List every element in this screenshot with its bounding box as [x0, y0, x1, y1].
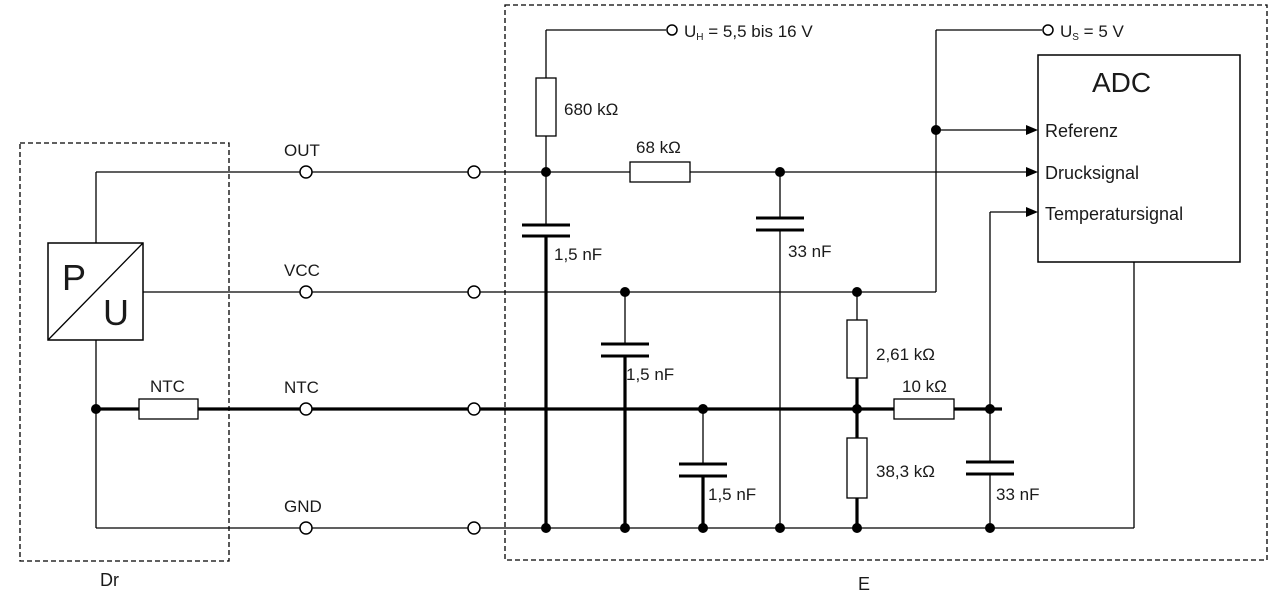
- gnd-terminal-ecu: [467, 521, 481, 535]
- vcc-terminal-sensor: [299, 285, 313, 299]
- label-cap33-out: 33 nF: [788, 242, 831, 261]
- out-node-dot: [541, 167, 551, 177]
- gnd-dot-1: [541, 523, 551, 533]
- label-2-61k: 2,61 kΩ: [876, 345, 935, 364]
- sensor-frame-label: Dr: [100, 570, 119, 590]
- ntc-resistor: [138, 398, 199, 420]
- gnd-dot-5: [852, 523, 862, 533]
- pu-u-label: U: [103, 292, 129, 333]
- us-supply-terminal: [1042, 24, 1054, 36]
- ntc-resistor-label: NTC: [150, 377, 185, 396]
- electronics-frame-label: E: [858, 574, 870, 594]
- referenz-arrow: [1026, 125, 1038, 135]
- uh-supply-label: UH = 5,5 bis 16 V: [684, 22, 813, 43]
- ntc-terminal-sensor: [299, 402, 313, 416]
- label-cap-ntc: 1,5 nF: [708, 485, 756, 504]
- label-680k: 680 kΩ: [564, 100, 618, 119]
- resistor-680k: [535, 77, 557, 137]
- out-terminal-ecu: [467, 165, 481, 179]
- resistor-68k: [629, 161, 691, 183]
- adc-input-drucksignal: Drucksignal: [1045, 163, 1139, 183]
- resistor-38-3k: [846, 437, 868, 499]
- vcc-terminal-ecu: [467, 285, 481, 299]
- gnd-dot-6: [985, 523, 995, 533]
- pu-diagonal: [47, 242, 144, 341]
- resistor-10k: [893, 398, 955, 420]
- uh-supply-terminal: [666, 24, 678, 36]
- signal-label-out: OUT: [284, 141, 320, 160]
- adc-input-referenz: Referenz: [1045, 121, 1118, 141]
- sensor-frame: [19, 142, 230, 562]
- ntc-terminal-ecu: [467, 402, 481, 416]
- us-supply-label: US = 5 V: [1060, 22, 1125, 43]
- ntc-node-dot: [698, 404, 708, 414]
- label-10k: 10 kΩ: [902, 377, 947, 396]
- referenz-node-dot: [931, 125, 941, 135]
- label-68k: 68 kΩ: [636, 138, 681, 157]
- out-terminal-sensor: [299, 165, 313, 179]
- gnd-dot-2: [620, 523, 630, 533]
- vcc-node-dot: [620, 287, 630, 297]
- gnd-dot-4: [775, 523, 785, 533]
- signal-label-vcc: VCC: [284, 261, 320, 280]
- ntc-divider-dot: [852, 404, 862, 414]
- temp-node-dot: [985, 404, 995, 414]
- label-cap-out: 1,5 nF: [554, 245, 602, 264]
- signal-label-ntc: NTC: [284, 378, 319, 397]
- electronics-frame: [504, 4, 1268, 561]
- label-cap33-temp: 33 nF: [996, 485, 1039, 504]
- pressure-node-dot: [775, 167, 785, 177]
- resistor-2-61k: [846, 319, 868, 379]
- gnd-dot-3: [698, 523, 708, 533]
- label-38-3k: 38,3 kΩ: [876, 462, 935, 481]
- divider-top-dot: [852, 287, 862, 297]
- adc-title: ADC: [1092, 67, 1151, 98]
- ntc-junction-dot: [91, 404, 101, 414]
- adc-block: [1037, 54, 1241, 263]
- signal-label-gnd: GND: [284, 497, 322, 516]
- temperatursignal-arrow: [1026, 207, 1038, 217]
- pu-p-label: P: [62, 257, 86, 298]
- label-cap-vcc: 1,5 nF: [626, 365, 674, 384]
- gnd-terminal-sensor: [299, 521, 313, 535]
- drucksignal-arrow: [1026, 167, 1038, 177]
- adc-input-temperatursignal: Temperatursignal: [1045, 204, 1183, 224]
